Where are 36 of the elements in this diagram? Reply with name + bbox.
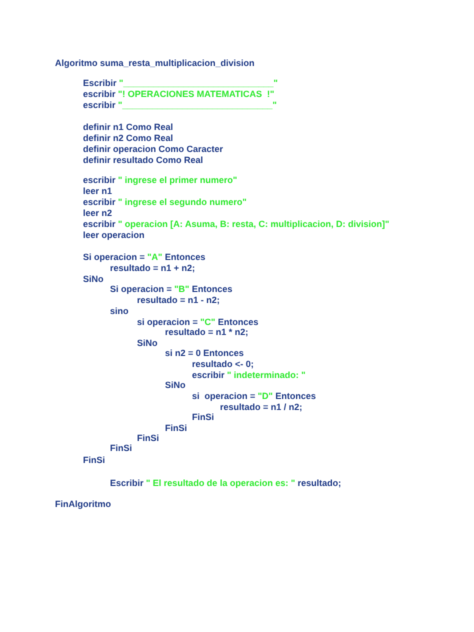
code-line: leer n1 — [83, 186, 112, 197]
code-line: resultado = n1 * n2; — [165, 327, 248, 338]
code-line: Algoritmo suma_resta_multiplicacion_division — [55, 58, 255, 69]
code-line: FinSi — [110, 443, 132, 454]
code-line: escribir " ingrese el primer numero" — [83, 175, 238, 186]
code-line: FinSi — [137, 433, 159, 444]
code-line: Escribir "______________________________" — [83, 78, 278, 89]
code-line: Escribir " El resultado de la operacion es: " resultado; — [110, 478, 342, 489]
code-line: escribir " ingrese el segundo numero" — [83, 197, 247, 208]
code-line: escribir " indeterminado: " — [192, 370, 306, 381]
code-line: SiNo — [137, 338, 158, 349]
code-line: FinSi — [165, 423, 187, 434]
code-line: resultado = n1 + n2; — [110, 263, 196, 274]
code-line: leer operacion — [83, 230, 145, 241]
code-line: escribir "! OPERACIONES MATEMATICAS !" — [83, 89, 274, 100]
code-line: si operacion = "D" Entonces — [192, 391, 316, 402]
code-line: escribir "______________________________" — [83, 100, 277, 111]
code-line: FinSi — [192, 412, 214, 423]
code-line: definir n2 Como Real — [83, 133, 174, 144]
code-line: escribir " operacion [A: Asuma, B: resta, C: multiplicacion, D: division]" — [83, 219, 390, 230]
code-line: resultado <- 0; — [192, 359, 254, 370]
code-line: FinSi — [83, 455, 105, 466]
code-line: leer n2 — [83, 208, 112, 219]
code-line: FinAlgoritmo — [55, 499, 111, 510]
code-line: Si operacion = "A" Entonces — [83, 252, 206, 263]
code-line: definir n1 Como Real — [83, 122, 174, 133]
code-line: Si operacion = "B" Entonces — [110, 284, 232, 295]
code-line: resultado = n1 / n2; — [220, 402, 302, 413]
code-line: resultado = n1 - n2; — [137, 295, 220, 306]
code-line: sino — [110, 306, 129, 317]
code-line: SiNo — [165, 380, 186, 391]
code-line: definir operacion Como Caracter — [83, 144, 224, 155]
code-line: si n2 = 0 Entonces — [165, 348, 244, 359]
code-line: SiNo — [83, 274, 104, 285]
code-line: definir resultado Como Real — [83, 155, 204, 166]
code-line: si operacion = "C" Entonces — [137, 317, 258, 328]
